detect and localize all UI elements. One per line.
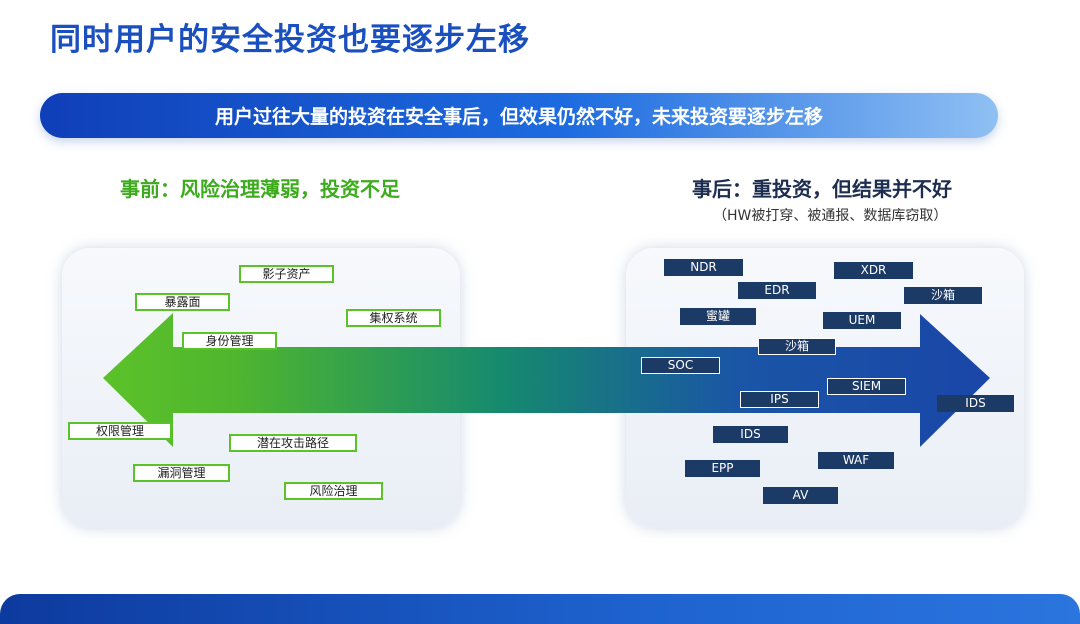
tag-permission-management: 权限管理 (68, 422, 172, 440)
tag-epp: EPP (685, 460, 760, 477)
tag-exposure-surface: 暴露面 (135, 293, 230, 311)
tag-shadow-assets: 影子资产 (239, 265, 334, 283)
tag-ndr: NDR (664, 259, 743, 276)
tag-waf: WAF (818, 452, 894, 469)
before-heading: 事前：风险治理薄弱，投资不足 (120, 177, 400, 201)
tag-edr: EDR (738, 282, 816, 299)
after-heading: 事后：重投资，但结果并不好 (692, 177, 952, 201)
footer-bar (0, 594, 1080, 624)
after-note: （HW被打穿、被通报、数据库窃取） (713, 208, 948, 224)
tag-av: AV (763, 487, 838, 504)
tag-ids: IDS (937, 395, 1014, 412)
tag-risk-governance: 风险治理 (284, 482, 383, 500)
tag-ips: IPS (740, 391, 819, 408)
double-arrow (103, 313, 990, 447)
tag-ids-2: IDS (713, 426, 788, 443)
tag-identity-management: 身份管理 (182, 332, 277, 350)
tag-sandbox: 沙箱 (904, 287, 982, 304)
summary-banner: 用户过往大量的投资在安全事后，但效果仍然不好，未来投资要逐步左移 (40, 93, 998, 138)
tag-centralized-system: 集权系统 (346, 309, 441, 327)
tag-attack-path: 潜在攻击路径 (229, 434, 357, 452)
page-title: 同时用户的安全投资也要逐步左移 (50, 22, 530, 58)
tag-xdr: XDR (834, 262, 913, 279)
tag-uem: UEM (823, 312, 901, 329)
tag-soc: SOC (641, 357, 720, 374)
tag-siem: SIEM (827, 378, 906, 395)
double-arrow-shape (103, 313, 990, 447)
tag-vulnerability-management: 漏洞管理 (133, 464, 230, 482)
banner-text: 用户过往大量的投资在安全事后，但效果仍然不好，未来投资要逐步左移 (214, 106, 823, 128)
tag-sandbox-2: 沙箱 (758, 338, 836, 355)
tag-honeypot: 蜜罐 (680, 308, 756, 325)
